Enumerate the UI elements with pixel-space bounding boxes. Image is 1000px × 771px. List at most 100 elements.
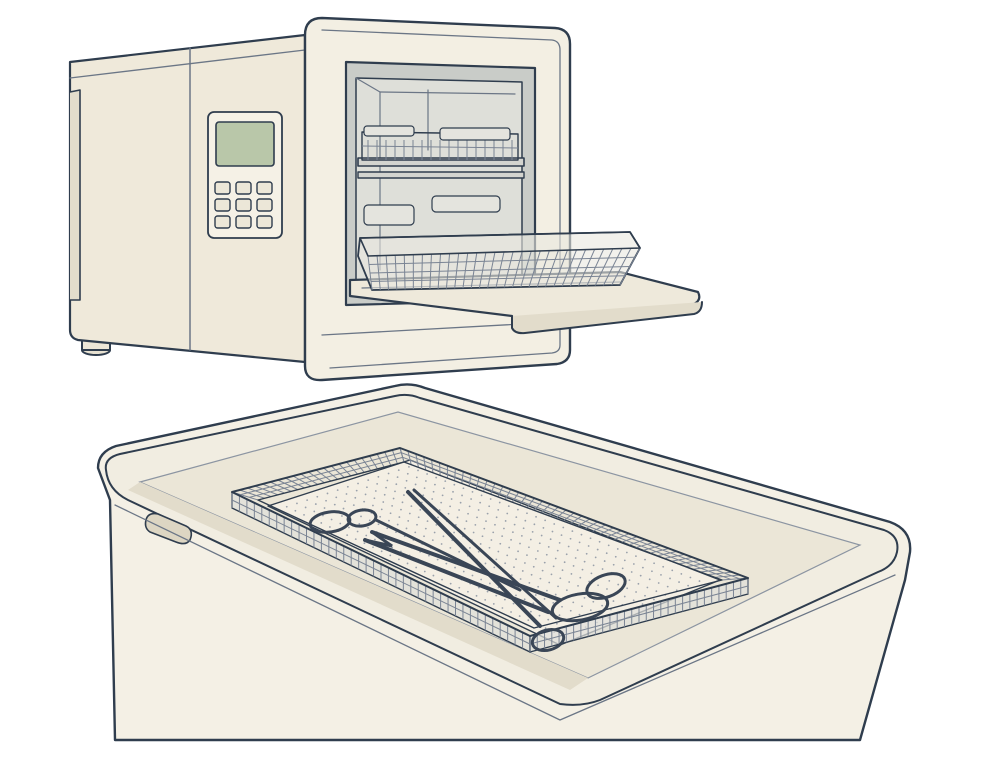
mat-hole (382, 501, 385, 503)
mesh-wire (407, 450, 412, 465)
forceps-2-arm-b (412, 488, 558, 620)
lower-rack-shelf (357, 171, 525, 179)
mat-hole (336, 489, 339, 492)
mat-hole (398, 558, 400, 561)
mat-hole (632, 563, 635, 565)
mat-hole (452, 490, 454, 493)
mesh-wire (526, 497, 535, 508)
mat-hole (433, 531, 436, 534)
mat-hole (484, 562, 487, 565)
mat-hole (632, 599, 635, 602)
mat-hole (477, 509, 480, 511)
mat-hole (367, 479, 370, 482)
mat-hole (403, 494, 405, 496)
mat-hole (368, 519, 371, 522)
mat-hole (363, 500, 366, 503)
mat-hole (443, 487, 445, 490)
mat-hole (552, 565, 555, 568)
mesh-wire (577, 518, 591, 527)
mat-hole (458, 509, 460, 511)
mat-hole (325, 499, 327, 502)
mat-hole (504, 520, 507, 522)
rack-wire (361, 145, 519, 149)
mat-hole (572, 565, 575, 567)
mesh-wire (649, 547, 670, 554)
mat-hole (512, 602, 515, 605)
mat-hole (322, 514, 324, 517)
mesh-wire (562, 512, 575, 522)
mesh-wire (240, 452, 402, 496)
mat-hole (408, 512, 411, 515)
mat-hole (445, 562, 448, 565)
mat-hole (653, 562, 655, 565)
mat-hole (454, 566, 456, 569)
mat-hole (492, 603, 495, 605)
mesh-wire (454, 468, 456, 481)
mat-hole (422, 494, 425, 497)
mat-hole (518, 615, 521, 617)
mat-hole (490, 539, 493, 541)
mat-hole (328, 526, 331, 528)
forceps-icon (308, 488, 627, 653)
mesh-wire (606, 530, 622, 538)
mesh-wire (627, 539, 646, 546)
mat-hole (516, 508, 519, 511)
mat-hole (519, 542, 521, 545)
mat-hole (407, 520, 410, 522)
mat-hole (488, 505, 491, 508)
forceps-2-arm-a (406, 490, 542, 628)
mesh-wire (678, 559, 701, 565)
mat-hole (592, 600, 595, 603)
mat-hole (352, 504, 355, 507)
mesh-wire (693, 565, 717, 570)
mat-hole (644, 594, 646, 597)
mesh-wire (591, 524, 606, 533)
mat-hole (565, 553, 568, 556)
mat-hole (538, 542, 541, 545)
mat-hole (458, 586, 461, 589)
instrument-basket (231, 447, 749, 653)
side-top-edge (69, 49, 306, 79)
mat-hole (585, 552, 588, 555)
mat-hole (547, 618, 550, 621)
mat-hole (426, 473, 428, 475)
mesh-wire (285, 477, 305, 489)
forceps-3-ring-b (346, 508, 378, 528)
mat-hole (498, 501, 501, 504)
mat-hole (296, 502, 298, 505)
mat-hole (576, 549, 579, 552)
mat-hole (568, 581, 571, 583)
mat-hole (456, 516, 459, 519)
mat-hole (594, 556, 597, 559)
forceps-2-ring (530, 627, 566, 653)
mat-hole (660, 573, 662, 576)
mesh-wire (254, 485, 279, 496)
pullout-basket-rim (359, 231, 641, 257)
mat-hole (434, 483, 436, 486)
tray-body-seam (114, 504, 896, 721)
mat-hole (607, 544, 610, 547)
mat-hole (532, 602, 535, 605)
mat-hole (320, 522, 323, 524)
mat-hole (392, 497, 395, 500)
mat-hole (377, 523, 380, 526)
mat-hole (513, 566, 515, 569)
mesh-wire (555, 509, 567, 519)
mat-hole (303, 513, 305, 516)
mat-hole (366, 486, 368, 489)
mat-hole (547, 546, 550, 548)
mesh-wire (231, 499, 531, 645)
mesh-wire (490, 483, 496, 495)
mat-hole (497, 550, 500, 553)
mat-hole (549, 538, 552, 541)
mat-hole (524, 562, 526, 564)
mat-hole (346, 534, 349, 537)
mesh-wire (431, 459, 434, 473)
mat-hole (406, 472, 409, 475)
mat-hole (419, 508, 422, 511)
mat-hole (326, 492, 329, 495)
mat-hole (397, 469, 400, 472)
mesh-wire (376, 453, 385, 468)
mesh-wire (714, 574, 741, 578)
basket-wire (369, 266, 631, 274)
